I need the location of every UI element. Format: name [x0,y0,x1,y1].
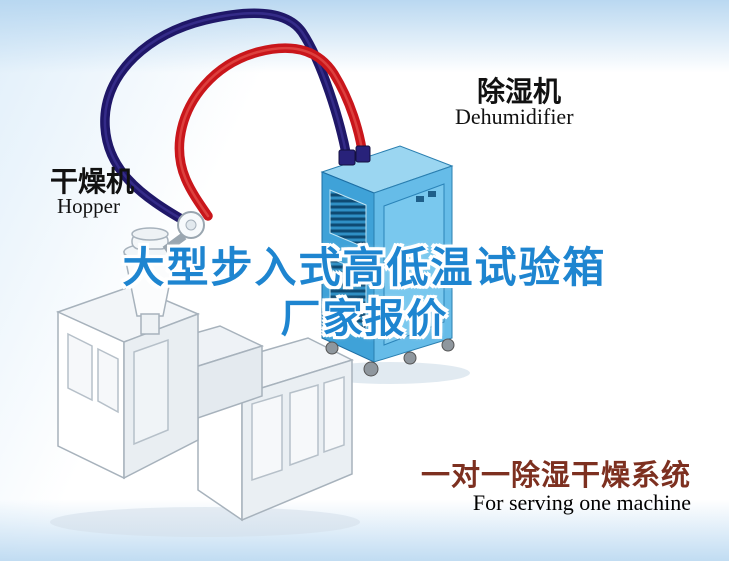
hopper-shadow [50,507,360,537]
hopper-machine [55,227,355,522]
pipe-fittings [338,145,371,166]
dehumidifier-machine [320,145,455,377]
side-door-panel [383,183,445,346]
dehumidifier-label-zh: 除湿机 [477,75,562,108]
caster-wheel [325,341,339,355]
vent-grille-lower [329,257,367,331]
caption-en: For serving one machine [472,490,691,515]
hopper-label-en: Hopper [57,194,120,218]
caption-zh: 一对一除湿干燥系统 [420,458,691,492]
vent-grille-upper [329,189,367,249]
caster-wheel [441,338,455,352]
dehumidifier-label-en: Dehumidifier [455,104,574,129]
hopper-label-zh: 干燥机 [50,165,135,198]
hopper-valve [162,211,205,254]
caster-wheel [363,361,379,377]
headline-line2: 厂家报价 [280,295,449,342]
headline-line1: 大型步入式高低温试验箱 [122,243,607,292]
connection-pipes [100,8,368,229]
door-handle [437,248,442,262]
caster-wheel [403,351,417,365]
